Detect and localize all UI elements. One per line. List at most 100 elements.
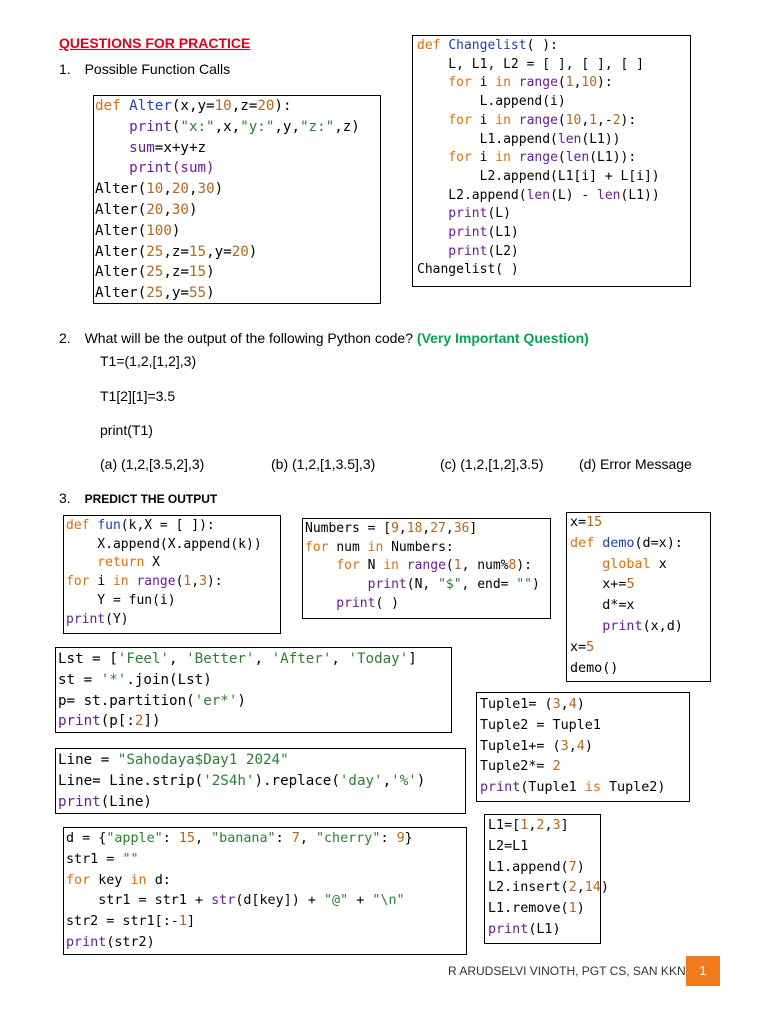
code-token: 2 <box>568 880 577 896</box>
code-token: , <box>422 521 431 536</box>
code-line: Line = "Sahodaya$Day1 2024"Line= Line.st… <box>56 749 465 812</box>
code-token: print <box>305 595 376 611</box>
code-token: 20 <box>231 243 249 260</box>
code-token: print <box>417 206 488 222</box>
code-token: 2 <box>612 112 621 128</box>
code-token: (N, <box>406 577 439 593</box>
code-line: print("x:",x,"y:",y,"z:",z) <box>95 117 380 138</box>
code-line: L2.append(len(L) - len(L1)) <box>417 187 690 206</box>
code-token: "cherry" <box>315 831 381 846</box>
code-token: 'Today' <box>348 651 409 667</box>
code-line: Alter(20,30) <box>95 200 380 221</box>
code-token: in <box>383 558 407 574</box>
code-token: 3 <box>199 574 207 590</box>
code-token: (sum) <box>171 160 215 177</box>
code-token: L1.remove( <box>488 901 569 917</box>
code-token: (d=x): <box>634 535 683 551</box>
code-line: L, L1, L2 = [ ], [ ], [ ] <box>417 56 690 75</box>
code-token: (x,d) <box>642 618 683 634</box>
code-token: ,y, <box>274 118 301 135</box>
code-box-alter: def Alter(x,y=10,z=20): print("x:",x,"y:… <box>93 95 381 304</box>
code-token: print <box>58 713 101 730</box>
code-token: 7 <box>568 859 577 875</box>
code-line: def Changelist( ): <box>417 37 690 56</box>
footer-author: R ARUDSELVI VINOTH, PGT CS, SAN KKN <box>448 964 686 978</box>
code-token: def <box>95 98 130 114</box>
code-token: '%' <box>391 772 417 789</box>
code-token: ) <box>576 697 585 712</box>
code-token: 20 <box>171 181 189 198</box>
code-line: L1.append(len(L1)) <box>417 131 690 150</box>
important-note: (Very Important Question) <box>416 330 589 346</box>
code-token: ): <box>620 112 637 128</box>
code-token: 30 <box>171 201 189 218</box>
code-token: "Sahodaya$Day1 2024" <box>117 752 289 768</box>
code-token: range <box>518 75 558 91</box>
code-token: 1 <box>520 818 529 833</box>
code-token: for <box>66 574 98 590</box>
code-line: Lst = ['Feel', 'Better', 'After', 'Today… <box>58 649 451 670</box>
code-token: 25 <box>146 264 164 281</box>
code-token: Alter( <box>95 243 147 260</box>
code-token: , <box>331 651 349 667</box>
code-line: Tuple1= (3,4) <box>480 695 689 716</box>
code-line: x=15 <box>570 513 710 534</box>
code-token: Lst = [ <box>58 651 118 667</box>
code-line: print(x,d) <box>570 617 710 638</box>
code-token: x <box>658 556 667 572</box>
code-token: 15 <box>188 264 207 281</box>
code-token: L1.append( <box>417 131 558 147</box>
code-token: d = { <box>66 831 107 846</box>
code-token: (L2) <box>487 243 519 259</box>
code-token: "@" <box>324 893 349 909</box>
code-token: L, L1, L2 = [ ], [ ], [ ] <box>417 56 644 72</box>
code-token: d: <box>154 872 171 888</box>
q2-line-1: T1=(1,2,[1,2],3) <box>100 353 197 369</box>
code-line: print(sum) <box>95 158 380 179</box>
code-token: 10 <box>146 181 164 198</box>
code-token: 5 <box>626 577 635 593</box>
code-token: in <box>367 539 392 555</box>
code-token: str1 = str1 + <box>66 893 212 909</box>
code-line: print(Tuple1 is Tuple2) <box>480 778 689 799</box>
code-line: d = {"apple": 15, "banana": 7, "cherry":… <box>66 829 466 850</box>
code-token: ) <box>576 859 585 875</box>
code-token: in <box>112 574 137 590</box>
code-line: str2 = str1[:-1] <box>66 912 466 933</box>
code-token: 20 <box>146 201 164 218</box>
code-line: global x <box>570 555 710 576</box>
code-token: x= <box>570 515 587 530</box>
code-token: ( <box>175 574 184 590</box>
code-line: str1 = str1 + str(d[key]) + "@" + "\n" <box>66 891 466 912</box>
code-line: print( ) <box>305 595 550 614</box>
code-token: 27 <box>430 521 446 536</box>
code-token: len <box>597 187 621 203</box>
code-token: Alter <box>129 98 172 114</box>
code-line: print(L1) <box>488 920 600 941</box>
code-line: X.append(X.append(k)) <box>66 536 280 555</box>
code-token: fun <box>97 518 121 533</box>
code-token: for <box>305 539 337 555</box>
code-token: (Line) <box>100 793 152 810</box>
code-token: str <box>211 893 236 909</box>
code-token: 5 <box>586 639 595 655</box>
code-box-numbers: Numbers = [9,18,27,36]for num in Numbers… <box>302 518 551 619</box>
question-text: What will be the output of the following… <box>84 330 414 346</box>
code-token: range <box>518 112 558 128</box>
code-token: 10 <box>214 98 232 114</box>
code-token: ) <box>416 772 426 789</box>
code-token: X <box>152 555 160 571</box>
code-fun: def fun(k,X = [ ]): X.append(X.append(k)… <box>64 516 280 629</box>
code-token: def <box>417 38 449 53</box>
question-title: PREDICT THE OUTPUT <box>84 492 218 506</box>
code-token: L2.insert( <box>488 880 569 896</box>
code-token: (L1) <box>487 225 519 241</box>
code-lst: Lst = ['Feel', 'Better', 'After', 'Today… <box>56 648 451 732</box>
code-token: ,z= <box>163 243 189 260</box>
code-token: N <box>367 558 384 574</box>
code-token: "" <box>516 577 532 593</box>
code-token: Line = <box>58 752 118 768</box>
code-token: "banana" <box>211 831 276 846</box>
code-token: 18 <box>406 521 423 536</box>
